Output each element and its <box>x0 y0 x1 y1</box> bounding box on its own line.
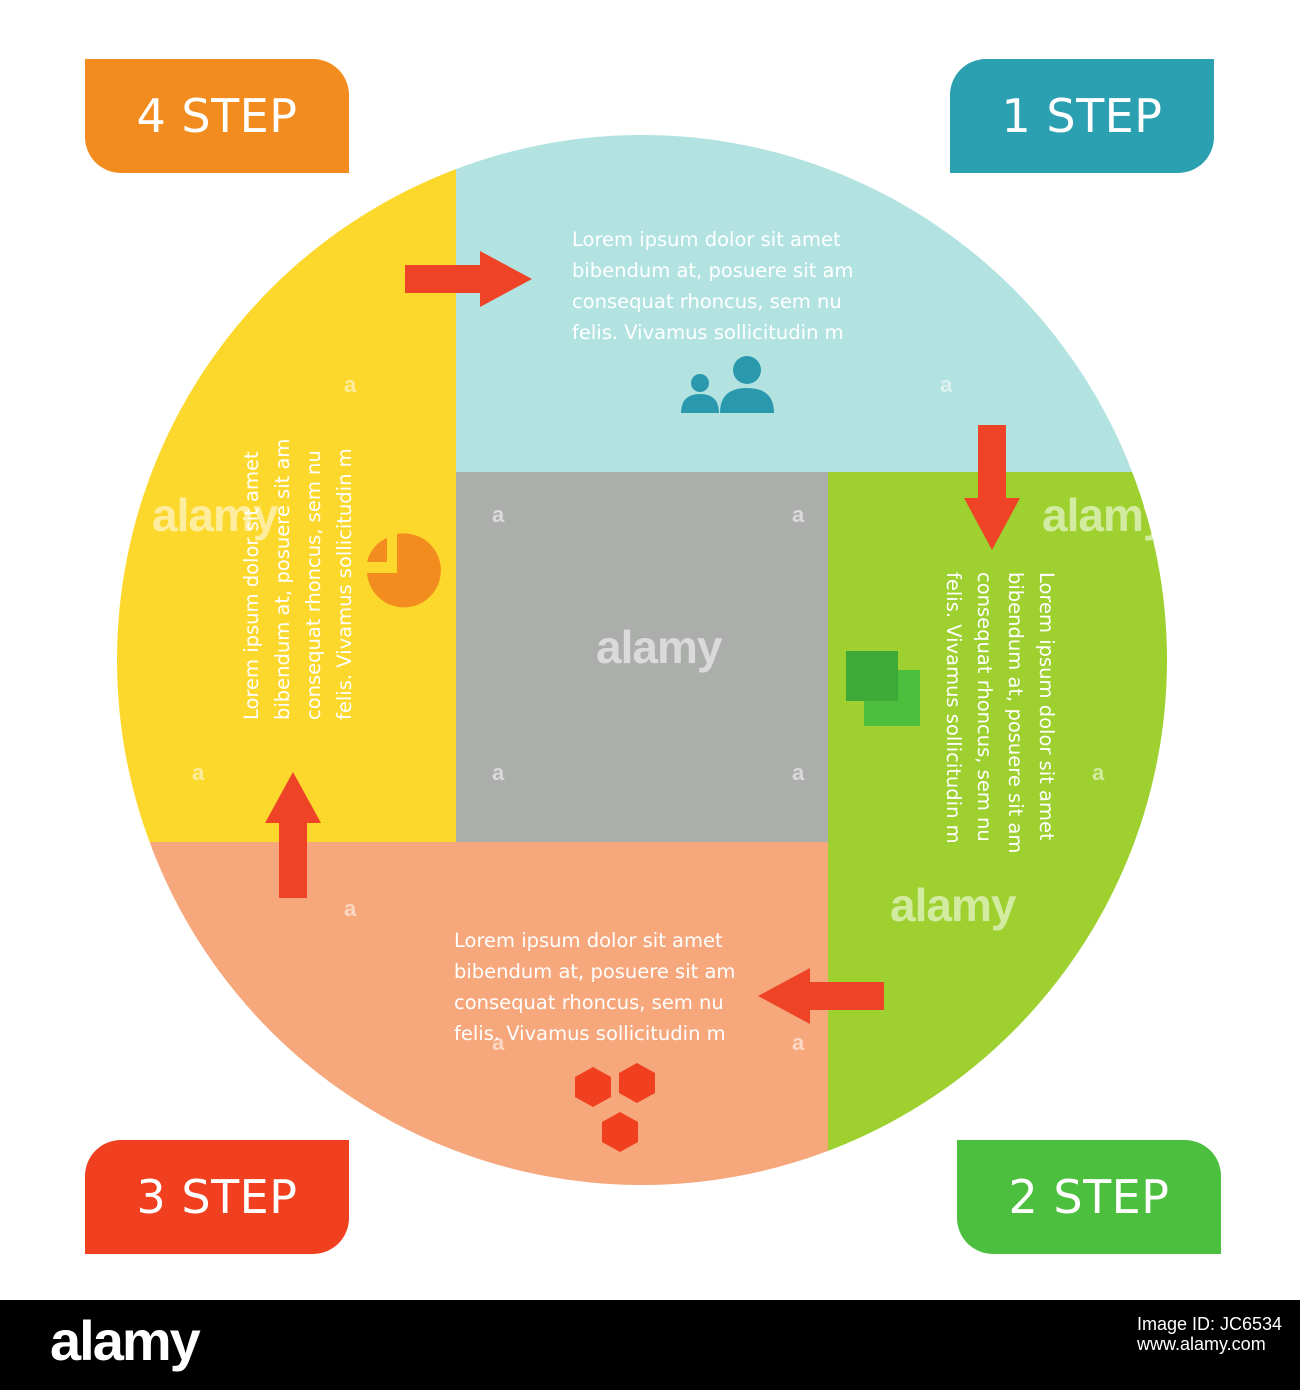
text-line: consequat rhoncus, sem nu <box>454 991 724 1014</box>
step-4-text: Lorem ipsum dolor sit amet bibendum at, … <box>236 390 360 720</box>
step-4-tab: 4 STEP <box>85 59 349 173</box>
step-1-text: Lorem ipsum dolor sit amet bibendum at, … <box>572 224 902 348</box>
step-1-tab: 1 STEP <box>950 59 1214 173</box>
website-text: www.alamy.com <box>1137 1334 1266 1354</box>
text-line: consequat rhoncus, sem nu <box>572 290 842 313</box>
step-2-text: Lorem ipsum dolor sit amet bibendum at, … <box>938 572 1062 902</box>
arrow-left <box>758 968 884 1024</box>
text-line: Lorem ipsum dolor sit amet <box>572 228 841 251</box>
image-id-text: Image ID: JC6534 <box>1137 1314 1283 1334</box>
watermark: a <box>344 372 357 397</box>
arrow-right <box>405 251 532 307</box>
text-line: Lorem ipsum dolor sit amet <box>1035 572 1058 841</box>
overlapping-squares-icon <box>846 651 920 726</box>
hexagons-icon <box>575 1063 655 1152</box>
text-line: consequat rhoncus, sem nu <box>973 572 996 842</box>
cycle-diagram <box>117 135 1167 1185</box>
pie-chart-icon <box>367 533 441 608</box>
arrow-up <box>265 772 321 898</box>
watermark: a <box>192 760 205 785</box>
watermark: a <box>940 372 953 397</box>
watermark: a <box>492 1030 505 1055</box>
text-line: Lorem ipsum dolor sit amet <box>240 451 263 720</box>
watermark: a <box>792 502 805 527</box>
text-line: bibendum at, posuere sit am <box>1004 572 1027 854</box>
watermark: alamy <box>152 489 278 541</box>
text-line: Lorem ipsum dolor sit amet <box>454 929 723 952</box>
text-line: felis. Vivamus sollicitudin m <box>454 1022 726 1045</box>
footer-bar: alamy Image ID: JC6534 www.alamy.com <box>0 1300 1300 1390</box>
watermark: alamy <box>890 879 1016 931</box>
people-icon <box>681 356 774 413</box>
footer-logo: alamy <box>50 1309 201 1372</box>
watermark: a <box>1092 760 1105 785</box>
watermark: alamy <box>596 621 722 673</box>
text-line: bibendum at, posuere sit am <box>271 438 294 720</box>
footer-image-id: Image ID: JC6534 www.alamy.com <box>1137 1314 1282 1354</box>
step-2-tab: 2 STEP <box>957 1140 1221 1254</box>
watermark: a <box>792 1030 805 1055</box>
step-3-text: Lorem ipsum dolor sit amet bibendum at, … <box>454 925 784 1049</box>
text-line: felis. Vivamus sollicitudin m <box>333 448 356 720</box>
watermark: a <box>492 502 505 527</box>
watermark: a <box>792 760 805 785</box>
watermark: a <box>492 760 505 785</box>
center-square <box>456 472 828 842</box>
watermark: a <box>344 896 357 921</box>
text-line: felis. Vivamus sollicitudin m <box>942 572 965 844</box>
arrow-down <box>964 425 1020 550</box>
watermark: alamy <box>1042 489 1168 541</box>
text-line: consequat rhoncus, sem nu <box>302 450 325 720</box>
step-3-tab: 3 STEP <box>85 1140 349 1254</box>
text-line: felis. Vivamus sollicitudin m <box>572 321 844 344</box>
text-line: bibendum at, posuere sit am <box>572 259 854 282</box>
text-line: bibendum at, posuere sit am <box>454 960 736 983</box>
